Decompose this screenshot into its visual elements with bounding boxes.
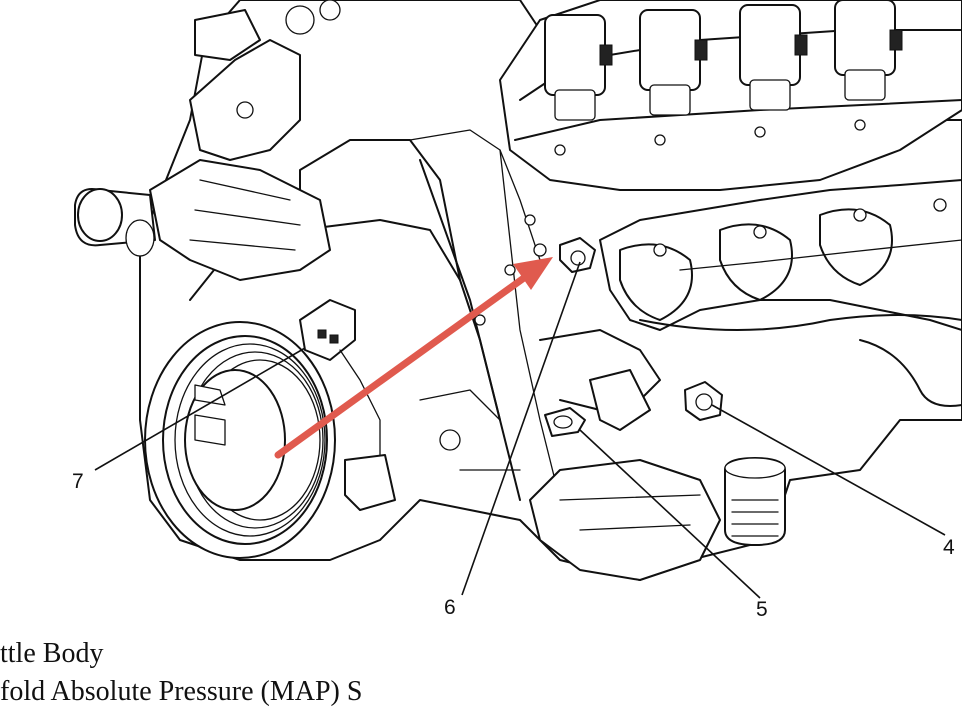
- callout-5: 5: [756, 598, 768, 621]
- sensor-6: [559, 237, 596, 273]
- leader-6: [461, 261, 581, 596]
- exhaust-manifold: [599, 179, 962, 407]
- coil-pack-2: [639, 9, 708, 116]
- water-pump: [74, 0, 341, 281]
- coil-pack-4: [834, 0, 903, 101]
- legend-line-1: ttle Body: [0, 638, 104, 669]
- callout-6: 6: [444, 596, 456, 619]
- leader-5: [579, 429, 761, 599]
- highlight-arrow: [274, 257, 553, 459]
- sensor-5: [544, 407, 586, 437]
- lower-block-detail: [419, 214, 661, 471]
- leader-4: [711, 404, 946, 536]
- oil-filter: [724, 457, 786, 546]
- coil-pack-1: [544, 14, 613, 121]
- sensor-4: [684, 381, 723, 421]
- leader-lines: [94, 261, 946, 599]
- legend-line-2: fold Absolute Pressure (MAP) S: [0, 676, 363, 707]
- harness-connector-front: [299, 299, 396, 511]
- leader-7: [94, 347, 306, 471]
- engine-diagram: 7 6 5 4: [72, 0, 962, 621]
- callout-7: 7: [72, 470, 84, 493]
- ignition-coils: [499, 0, 962, 191]
- callout-4: 4: [943, 536, 955, 559]
- crank-pulley: [144, 321, 336, 559]
- coil-pack-3: [739, 4, 808, 111]
